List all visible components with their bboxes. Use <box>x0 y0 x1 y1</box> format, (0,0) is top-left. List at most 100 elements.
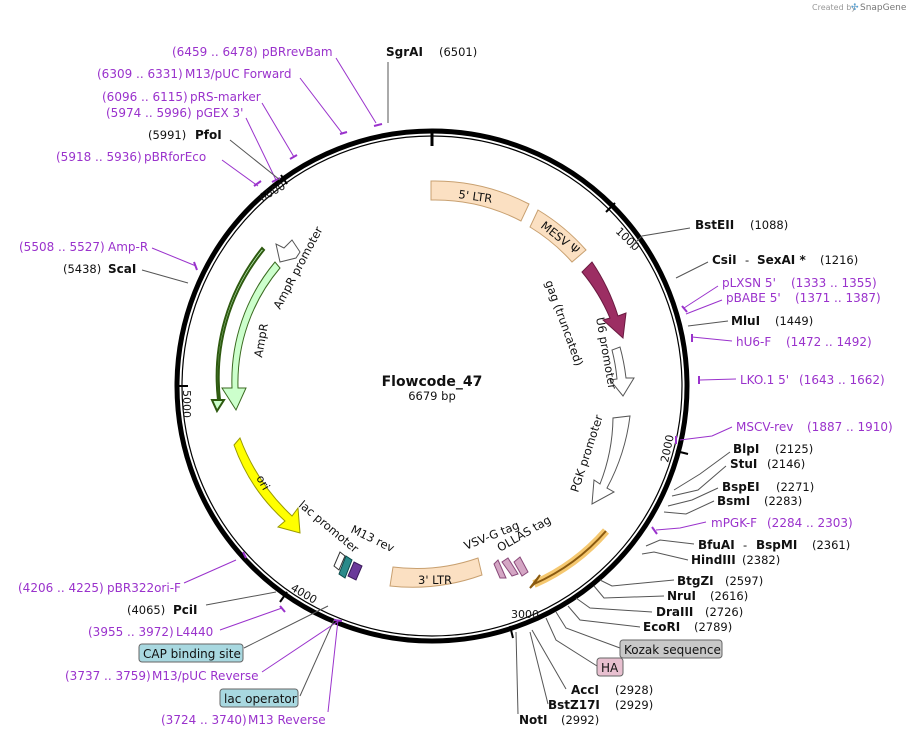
feature-cap-binding-site[interactable]: CAP binding site <box>138 605 329 663</box>
primer-m13-reverse[interactable]: (3724 .. 3740) M13 Reverse <box>161 619 343 727</box>
primer-l4440[interactable]: (3955 .. 3972) L4440 <box>88 605 286 639</box>
site-name-noti: NotI <box>519 713 548 727</box>
feature-m13-rev[interactable] <box>347 561 363 581</box>
site-nrui[interactable]: NruI (2616) <box>593 585 748 603</box>
site-acci[interactable]: AccI (2928) <box>531 629 653 697</box>
primer-amp-r[interactable]: (5508 .. 5527) Amp-R <box>19 240 198 271</box>
site-blpi[interactable]: BlpI (2125) <box>673 442 813 491</box>
site-name-mlui: MluI <box>731 314 760 328</box>
primer-range-pbrforeco: (5918 .. 5936) <box>56 150 142 164</box>
primer-name-mscv-rev: MSCV-rev <box>736 420 793 434</box>
tick-label-3000: 3000 <box>511 608 539 621</box>
primer-name-plxsn-5: pLXSN 5' <box>722 276 776 290</box>
site-pos-sgrai: (6501) <box>439 45 477 59</box>
primer-pbrforeco[interactable]: (5918 .. 5936) pBRforEco <box>56 150 262 187</box>
site-pos-bspei: (2271) <box>776 480 814 494</box>
site-csii-sexai[interactable]: CsiI - SexAI * (1216) <box>675 253 858 279</box>
primer-range-pbrrevbam: (6459 .. 6478) <box>172 45 258 59</box>
site-stui[interactable]: StuI (2146) <box>671 457 805 497</box>
feature-ampr[interactable] <box>210 246 266 414</box>
feature-3-ltr[interactable] <box>389 557 483 588</box>
primer-plxsn-5[interactable]: pLXSN 5' (1333 .. 1355) <box>681 276 877 313</box>
feature-ori[interactable] <box>233 437 301 534</box>
site-pos-bstz17i: (2929) <box>615 698 653 712</box>
primer-mpgk-f[interactable]: mPGK-F (2284 .. 2303) <box>651 516 853 535</box>
primer-name-amp-r: Amp-R <box>108 240 148 254</box>
primer-pbrrevbam[interactable]: (6459 .. 6478) pBRrevBam <box>172 45 383 127</box>
site-name-draiii: DraIII <box>656 605 693 619</box>
primer-name-l4440: L4440 <box>176 625 213 639</box>
primer-name-m13puc-reverse: M13/pUC Reverse <box>152 669 259 683</box>
cap-binding-site-label: CAP binding site <box>143 647 241 661</box>
site-pos-draiii: (2726) <box>705 605 743 619</box>
feature-5-ltr[interactable] <box>430 180 530 222</box>
site-name-pcii: PciI <box>173 603 198 617</box>
primer-name-m13-reverse: M13 Reverse <box>248 713 326 727</box>
feature-vsvg-tag[interactable] <box>501 557 519 577</box>
feature-mesv-psi[interactable] <box>529 209 587 263</box>
primer-name-pbr322ori-f: pBR322ori-F <box>107 581 181 595</box>
primer-m13puc-reverse[interactable]: (3737 .. 3759) M13/pUC Reverse <box>65 619 341 683</box>
tick-5000: 5000 <box>176 385 193 418</box>
site-name-sgrai: SgrAI <box>386 45 423 59</box>
site-pfoi[interactable]: (5991) PfoI <box>148 128 281 181</box>
primer-range-l4440: (3955 .. 3972) <box>88 625 174 639</box>
feature-lac-operator-mark <box>333 551 346 571</box>
feature-u6-promoter[interactable] <box>609 346 635 397</box>
feature-pgk-promoter[interactable] <box>591 415 631 505</box>
site-bsteii[interactable]: BstEII (1088) <box>629 218 788 249</box>
primer-name-prs-marker: pRS-marker <box>190 90 261 104</box>
site-bstz17i[interactable]: BstZ17I (2929) <box>529 631 653 712</box>
primer-lko1-5[interactable]: LKO.1 5' (1643 .. 1662) <box>698 373 885 387</box>
site-name-bsmi: BsmI <box>717 494 750 508</box>
site-pos-bsmi: (2283) <box>764 494 802 508</box>
site-noti[interactable]: NotI (2992) <box>515 631 599 727</box>
primer-pbr322ori-f[interactable]: (4206 .. 4225) pBR322ori-F <box>18 551 247 595</box>
feature-lac-promoter[interactable] <box>338 555 353 579</box>
site-pos-pcii: (4065) <box>127 603 165 617</box>
primer-m13puc-forward[interactable]: (6309 .. 6331) M13/pUC Forward <box>97 67 348 135</box>
primer-range-m13puc-reverse: (3737 .. 3759) <box>65 669 151 683</box>
site-pcii[interactable]: (4065) PciI <box>127 591 277 617</box>
tick-1000: 1000 <box>605 202 642 254</box>
feature-ha[interactable]: HA <box>545 617 624 677</box>
site-name-bsteii: BstEII <box>695 218 734 232</box>
site-mlui[interactable]: MluI (1449) <box>687 314 813 328</box>
site-draiii[interactable]: DraIII (2726) <box>575 597 743 619</box>
primer-range-plxsn-5: (1333 .. 1355) <box>791 276 877 290</box>
site-hindiii[interactable]: HindIII (2382) <box>641 551 780 567</box>
primer-prs-marker[interactable]: (6096 .. 6115) pRS-marker <box>102 90 298 160</box>
feature-ampr-body[interactable] <box>221 261 281 412</box>
primer-range-mscv-rev: (1887 .. 1910) <box>807 420 893 434</box>
primer-hu6-f[interactable]: hU6-F (1472 .. 1492) <box>691 334 872 349</box>
site-pos-nrui: (2616) <box>710 589 748 603</box>
site-scai[interactable]: (5438) ScaI <box>63 262 189 284</box>
feature-gag-truncated[interactable] <box>581 261 627 340</box>
site-sep-bfuai: - <box>743 538 747 552</box>
site-btgzi[interactable]: BtgZI (2597) <box>599 574 763 588</box>
site-pos-hindiii: (2382) <box>742 553 780 567</box>
feature-lac-operator[interactable]: lac operator <box>219 619 335 708</box>
feature-kozak-sequence[interactable]: Kozak sequence <box>555 611 723 659</box>
tick-label-6000: 6000 <box>257 179 288 204</box>
primer-mscv-rev[interactable]: MSCV-rev (1887 .. 1910) <box>675 420 893 444</box>
site-sep-csii: - <box>745 253 749 267</box>
site-bspei[interactable]: BspEI (2271) <box>667 480 814 507</box>
tick-label-1000: 1000 <box>613 225 642 254</box>
site-bsmi[interactable]: BsmI (2283) <box>663 494 802 515</box>
primer-pbabe-5[interactable]: pBABE 5' (1371 .. 1387) <box>685 291 881 315</box>
plasmid-length: 6679 bp <box>408 389 456 403</box>
site-ecori[interactable]: EcoRI (2789) <box>567 605 732 634</box>
site-name-pfoi: PfoI <box>195 128 222 142</box>
primer-pgex3[interactable]: (5974 .. 5996) pGEX 3' <box>106 106 281 183</box>
site-sgrai[interactable]: SgrAI (6501) <box>386 45 477 123</box>
site-bfuai-bspmi[interactable]: BfuAI - BspMI (2361) <box>645 538 850 552</box>
feature-ollas-tag[interactable] <box>513 556 529 577</box>
primer-name-pbabe-5: pBABE 5' <box>726 291 781 305</box>
credit-prefix: Created by <box>812 3 856 12</box>
feature-ampr-promoter[interactable] <box>275 239 301 263</box>
feature-ollas-arrow[interactable] <box>533 530 607 585</box>
snapgene-logo-icon: ✣ <box>851 3 859 13</box>
feature-vsvg-tag-2[interactable] <box>493 559 507 579</box>
